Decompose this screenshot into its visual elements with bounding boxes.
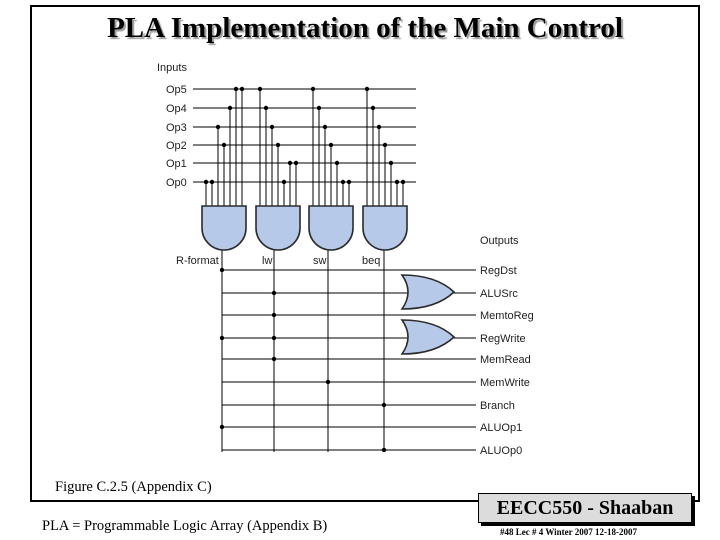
course-badge: EECC550 - Shaaban xyxy=(478,493,692,523)
junction-dot xyxy=(263,105,269,111)
figure-caption: Figure C.2.5 (Appendix C) xyxy=(55,479,212,495)
junction-dot xyxy=(334,160,340,166)
output-label-memtoreg: MemtoReg xyxy=(480,310,534,322)
junction-dot xyxy=(388,160,394,166)
inputs-heading: Inputs xyxy=(157,62,187,74)
input-label-op3: Op3 xyxy=(166,122,187,134)
gate-group xyxy=(201,205,456,355)
junction-dot xyxy=(215,124,221,130)
junction-dot xyxy=(219,335,225,341)
or-gate-alusrc xyxy=(400,274,456,310)
junction-dot xyxy=(316,105,322,111)
junction-dot xyxy=(346,179,352,185)
and-gate-label-sw: sw xyxy=(313,255,327,267)
junction-dot xyxy=(364,86,370,92)
wire-grid xyxy=(193,86,476,453)
junction-dot xyxy=(271,335,277,341)
output-label-branch: Branch xyxy=(480,400,515,412)
junction-dot xyxy=(370,105,376,111)
and-gate xyxy=(201,205,247,251)
and-gate xyxy=(255,205,301,251)
junction-dot xyxy=(381,402,387,408)
slide-frame xyxy=(30,5,700,502)
junction-dot xyxy=(227,105,233,111)
junction-dot xyxy=(275,142,281,148)
output-label-memwrite: MemWrite xyxy=(480,377,530,389)
output-label-regwrite: RegWrite xyxy=(480,333,526,345)
junction-dot xyxy=(239,86,245,92)
junction-dot xyxy=(394,179,400,185)
output-label-aluop1: ALUOp1 xyxy=(480,422,522,434)
junction-dot xyxy=(325,379,331,385)
input-label-op0: Op0 xyxy=(166,177,187,189)
slide-info: #48 Lec # 4 Winter 2007 12-18-2007 xyxy=(500,527,637,537)
junction-dot xyxy=(271,290,277,296)
outputs-heading: Outputs xyxy=(480,235,519,247)
and-gate-label-r-format: R-format xyxy=(176,255,219,267)
junction-dot xyxy=(219,424,225,430)
junction-dot xyxy=(281,179,287,185)
junction-dot xyxy=(400,179,406,185)
output-label-alusrc: ALUSrc xyxy=(480,288,518,300)
junction-dot xyxy=(382,142,388,148)
output-label-aluop0: ALUOp0 xyxy=(480,445,522,457)
input-label-op4: Op4 xyxy=(166,103,187,115)
junction-dot xyxy=(233,86,239,92)
junction-dot xyxy=(340,179,346,185)
junction-dot xyxy=(271,356,277,362)
and-gate-label-lw: lw xyxy=(262,255,272,267)
junction-dot xyxy=(376,124,382,130)
junction-dot xyxy=(219,267,225,273)
slide-title: PLA Implementation of the Main Control xyxy=(107,12,623,44)
junction-dot xyxy=(271,312,277,318)
and-gate-label-beq: beq xyxy=(362,255,380,267)
and-gate xyxy=(308,205,354,251)
junction-dot xyxy=(287,160,293,166)
junction-dot xyxy=(381,447,387,453)
output-label-regdst: RegDst xyxy=(480,265,517,277)
input-label-op1: Op1 xyxy=(166,158,187,170)
or-gate-regwrite xyxy=(400,319,456,355)
input-label-op2: Op2 xyxy=(166,140,187,152)
junction-dot xyxy=(328,142,334,148)
junction-dot xyxy=(322,124,328,130)
junction-dot xyxy=(257,86,263,92)
output-label-memread: MemRead xyxy=(480,354,531,366)
junction-dot xyxy=(221,142,227,148)
junction-dot xyxy=(209,179,215,185)
junction-dot xyxy=(293,160,299,166)
junction-dot xyxy=(310,86,316,92)
and-gate xyxy=(362,205,408,251)
footnote: PLA = Programmable Logic Array (Appendix… xyxy=(42,518,328,534)
junction-dot xyxy=(269,124,275,130)
junction-dot xyxy=(203,179,209,185)
input-label-op5: Op5 xyxy=(166,84,187,96)
